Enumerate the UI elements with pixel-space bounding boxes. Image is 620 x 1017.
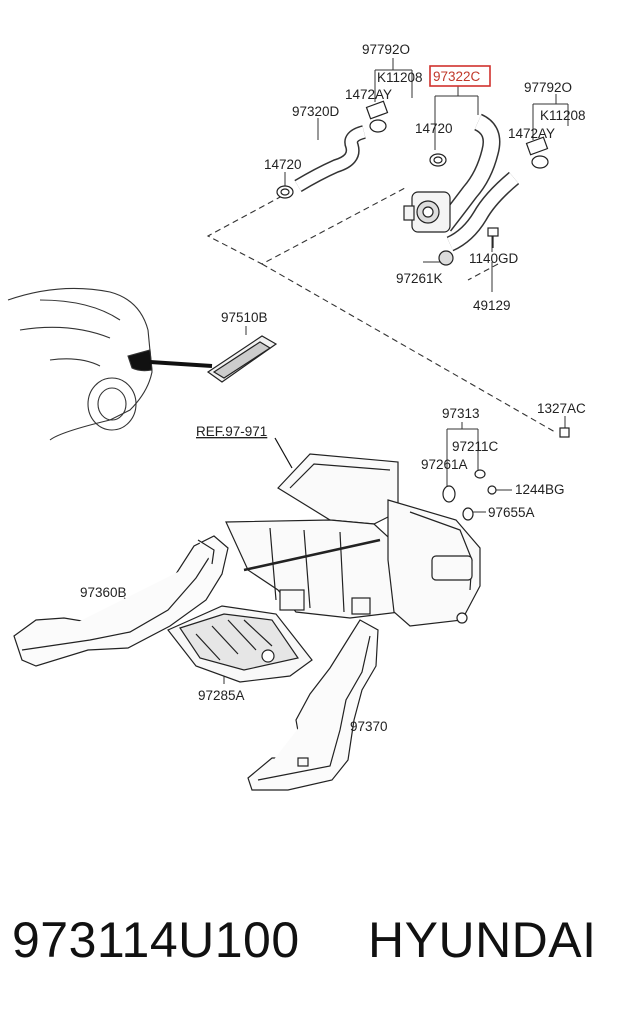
label-97792o-left: 97792O — [362, 42, 410, 57]
label-97370: 97370 — [350, 719, 388, 734]
label-97313: 97313 — [442, 406, 480, 421]
label-14720-left: 14720 — [264, 157, 302, 172]
hose-97322c — [436, 113, 520, 252]
label-1244bg: 1244BG — [515, 482, 565, 497]
clamp-14720-left — [276, 185, 294, 199]
hvac-assembly — [225, 453, 481, 627]
label-97261a: 97261A — [421, 457, 468, 472]
label-97510b: 97510B — [221, 310, 268, 325]
part-labels: 97792O K11208 97322C 1472AY 97792O 97320… — [80, 42, 586, 734]
label-1140gd: 1140GD — [469, 251, 519, 266]
bolt-1140gd — [487, 227, 499, 248]
duct-97285a — [167, 605, 313, 683]
vent-97510b — [206, 335, 278, 383]
parts-diagram: 97792O K11208 97322C 1472AY 97792O 97320… — [7, 42, 586, 791]
brand-text: HYUNDAI — [368, 912, 597, 968]
label-k11208-right: K11208 — [540, 108, 586, 123]
dashed-connection-lines — [206, 187, 556, 433]
part-number-text: 973114U100 — [12, 912, 300, 968]
vehicle-outline — [7, 287, 153, 441]
clamp-1472ay-right — [525, 136, 549, 169]
duct-97360b — [13, 535, 229, 667]
label-97322c-highlighted: 97322C — [433, 69, 481, 84]
clamp-14720-right — [429, 153, 447, 167]
label-97360b: 97360B — [80, 585, 127, 600]
arrow-to-vent — [149, 360, 213, 368]
label-97261k: 97261K — [396, 271, 443, 286]
label-ref-97-971: REF.97-971 — [196, 424, 267, 439]
fasteners-97313 — [442, 427, 570, 521]
label-49129: 49129 — [473, 298, 511, 313]
label-97655a: 97655A — [488, 505, 535, 520]
label-1327ac: 1327AC — [537, 401, 586, 416]
label-1472ay-left: 1472AY — [345, 87, 392, 102]
label-97211c: 97211C — [452, 439, 499, 454]
label-97320d: 97320D — [292, 104, 340, 119]
highlight-box — [429, 65, 491, 87]
label-97285a: 97285A — [198, 688, 245, 703]
label-97792o-right: 97792O — [524, 80, 572, 95]
hose-97320d — [294, 125, 366, 193]
water-valve-97261k — [403, 191, 454, 266]
duct-97370 — [247, 619, 379, 791]
label-k11208-left: K11208 — [377, 70, 423, 85]
label-14720-right: 14720 — [415, 121, 453, 136]
label-1472ay-right: 1472AY — [508, 126, 555, 141]
footer: 973114U100 HYUNDAI — [0, 900, 620, 980]
clamp-1472ay-left — [365, 100, 389, 133]
